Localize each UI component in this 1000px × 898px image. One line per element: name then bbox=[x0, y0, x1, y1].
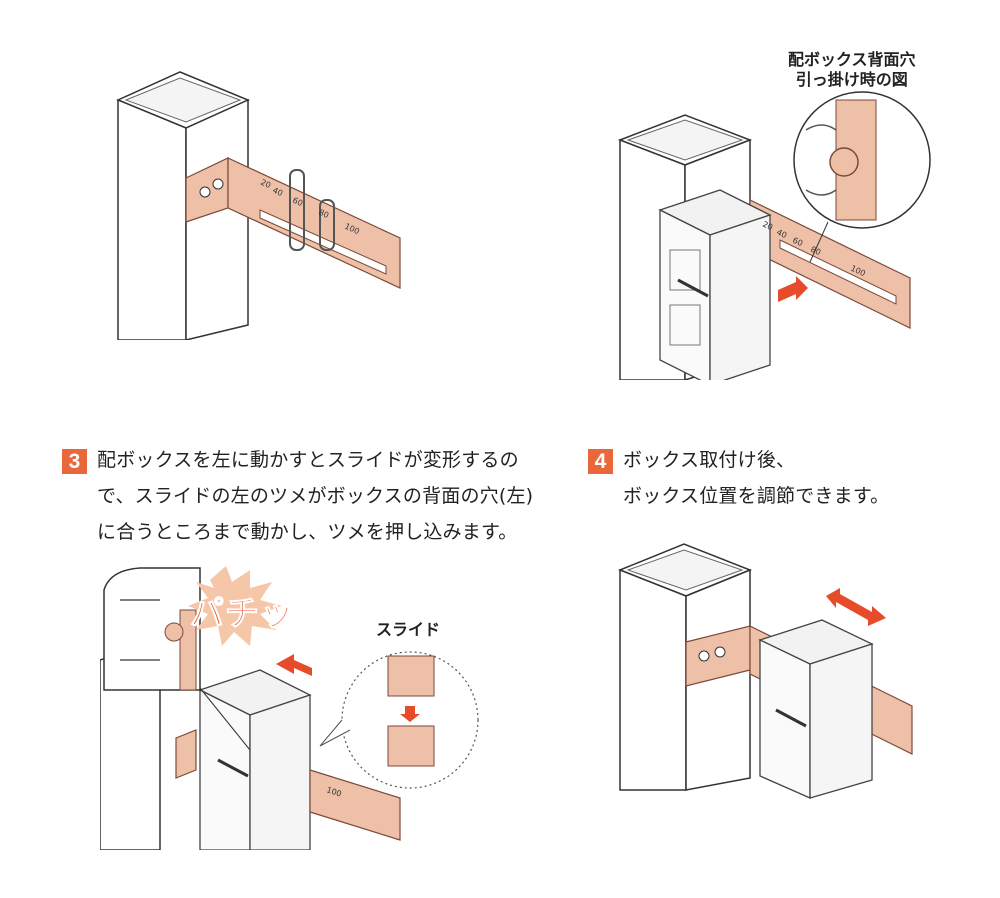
illustration-box-mounted: 20 40 60 80 100 bbox=[600, 40, 940, 380]
callout-label: 配ボックス背面穴 引っ掛け時の図 bbox=[788, 50, 916, 90]
step-4-text: ボックス取付け後、 ボックス位置を調節できます。 bbox=[623, 442, 889, 514]
step-4-line: ボックス位置を調節できます。 bbox=[623, 485, 890, 507]
step-number-badge: 4 bbox=[588, 449, 613, 474]
step-3-line: で、スライドの左のツメがボックスの背面の穴(左) bbox=[97, 485, 534, 507]
step-number-badge: 3 bbox=[62, 449, 87, 474]
scale-tick: 20 bbox=[761, 220, 774, 232]
step-3-text: 配ボックスを左に動かすとスライドが変形するの で、スライドの左のツメがボックスの… bbox=[97, 442, 533, 550]
scale-tick: 80 bbox=[317, 208, 330, 220]
scale-tick: 40 bbox=[271, 186, 284, 198]
scale-tick: 40 bbox=[775, 228, 788, 240]
illustration-snap-detail: 100 bbox=[100, 560, 480, 850]
scale-tick: 20 bbox=[259, 178, 272, 190]
scale-tick: 60 bbox=[791, 236, 804, 248]
callout-label-line2: 引っ掛け時の図 bbox=[795, 70, 908, 89]
scale-tick: 60 bbox=[291, 196, 304, 208]
slide-label: スライド bbox=[376, 620, 441, 639]
scale-tick: 80 bbox=[809, 245, 822, 257]
snap-sound-text: パチッ bbox=[190, 594, 295, 635]
step-3-line: 配ボックスを左に動かすとスライドが変形するの bbox=[97, 449, 519, 471]
box-mounted-svg: 20 40 60 80 100 bbox=[617, 91, 931, 380]
step-3-line: に合うところまで動かし、ツメを押し込みます。 bbox=[97, 521, 518, 543]
step-4-line: ボックス取付け後、 bbox=[623, 449, 796, 471]
step-4: 4 ボックス取付け後、 ボックス位置を調節できます。 bbox=[588, 442, 889, 514]
step-3: 3 配ボックスを左に動かすとスライドが変形するの で、スライドの左のツメがボック… bbox=[62, 442, 533, 550]
callout-label-line1: 配ボックス背面穴 bbox=[788, 50, 916, 69]
illustration-box-adjust bbox=[600, 530, 920, 820]
snap-detail-svg: 100 bbox=[100, 566, 479, 850]
post-bracket-svg: 20 40 60 80 100 bbox=[116, 71, 401, 340]
scale-tick: 100 bbox=[325, 785, 342, 798]
illustration-post-bracket: 20 40 60 80 100 bbox=[100, 60, 420, 340]
box-adjust-svg bbox=[617, 543, 913, 799]
